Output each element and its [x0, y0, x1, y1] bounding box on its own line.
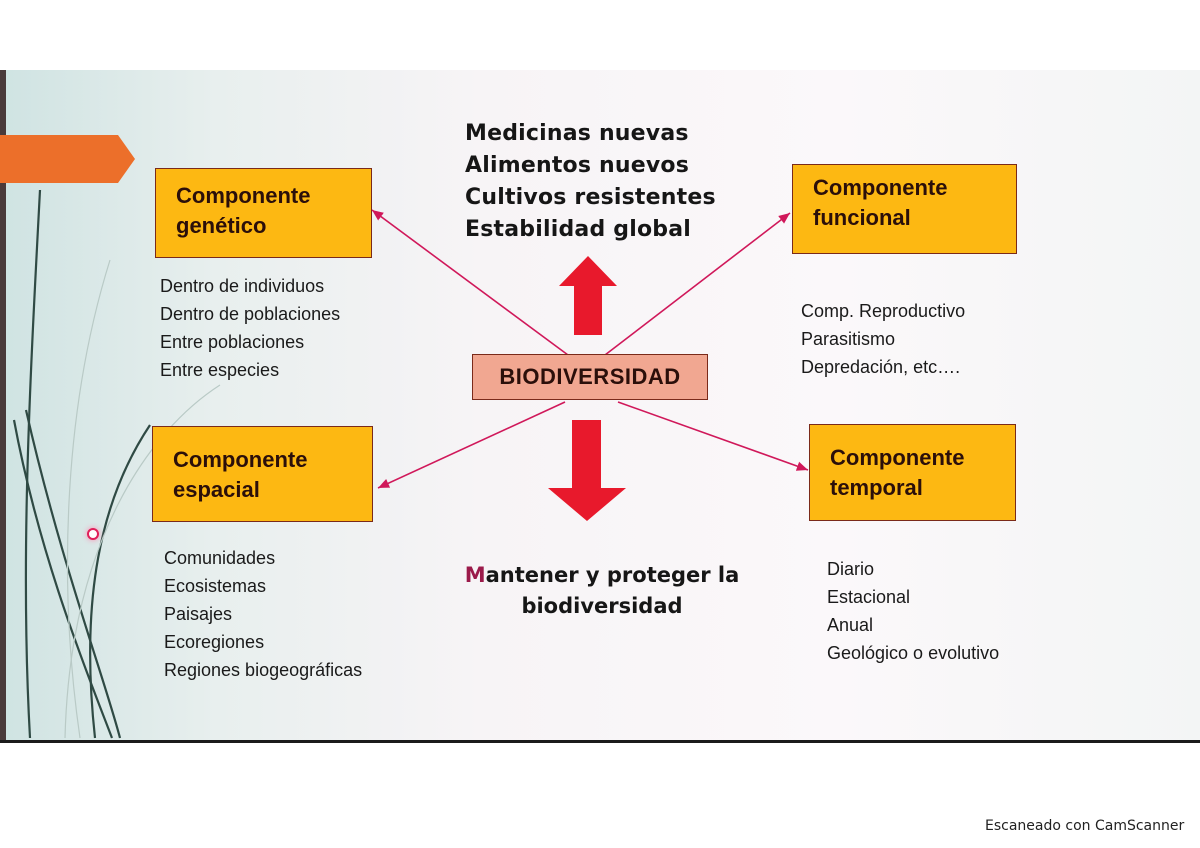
scanner-watermark: Escaneado con CamScanner: [985, 818, 1185, 834]
list-item: Anual: [827, 615, 874, 635]
slide-left-edge: [0, 70, 6, 740]
list-item: Dentro de poblaciones: [160, 304, 341, 324]
component-genetico-title-1: Componente: [176, 183, 311, 208]
benefit-item: Alimentos nuevos: [465, 153, 689, 178]
component-espacial-title-1: Componente: [173, 447, 308, 472]
list-item: Diario: [827, 559, 875, 579]
component-funcional-title-1: Componente: [813, 175, 948, 200]
list-item: Regiones biogeográficas: [164, 660, 363, 680]
goal-first-letter: M: [464, 563, 486, 587]
temporal-list: Diario Estacional Anual Geológico o evol…: [827, 555, 999, 667]
connector-funcional: [604, 212, 791, 356]
goal-line2: biodiversidad: [521, 594, 683, 618]
list-item: Entre especies: [160, 360, 280, 380]
component-temporal-title-1: Componente: [830, 445, 965, 470]
pointer-dot: [87, 528, 99, 540]
connector-temporal: [617, 401, 809, 471]
orange-tab-decoration: [0, 135, 135, 183]
list-item: Comunidades: [164, 548, 276, 568]
list-item: Estacional: [827, 587, 911, 607]
component-temporal-box: Componente temporal: [809, 424, 1016, 521]
decorative-curves: [12, 189, 151, 739]
component-temporal-title-2: temporal: [830, 475, 923, 500]
benefit-item: Estabilidad global: [465, 217, 691, 242]
connector-genetico: [371, 209, 569, 356]
component-funcional-box: Componente funcional: [792, 164, 1017, 254]
arrow-up-icon: [559, 256, 617, 335]
list-item: Parasitismo: [801, 329, 896, 349]
arrow-down-icon: [548, 420, 626, 521]
benefits-list: Medicinas nuevas Alimentos nuevos Cultiv…: [465, 118, 716, 246]
list-item: Comp. Reproductivo: [801, 301, 966, 321]
component-genetico-title-2: genético: [176, 213, 267, 238]
benefit-item: Medicinas nuevas: [465, 121, 689, 146]
list-item: Ecosistemas: [164, 576, 267, 596]
goal-line1: antener y proteger la: [485, 563, 740, 587]
list-item: Dentro de individuos: [160, 276, 325, 296]
list-item: Entre poblaciones: [160, 332, 305, 352]
list-item: Ecoregiones: [164, 632, 265, 652]
component-espacial-title-2: espacial: [173, 477, 260, 502]
list-item: Geológico o evolutivo: [827, 643, 1000, 663]
list-item: Depredación, etc….: [801, 357, 961, 377]
goal-text: Mantener y proteger la biodiversidad: [452, 560, 752, 622]
connector-lines: [371, 209, 809, 489]
component-funcional-title-2: funcional: [813, 205, 911, 230]
list-item: Paisajes: [164, 604, 233, 624]
connector-espacial: [377, 401, 566, 489]
component-espacial-box: Componente espacial: [152, 426, 373, 522]
center-biodiversidad-box: BIODIVERSIDAD: [472, 354, 708, 400]
genetico-list: Dentro de individuos Dentro de poblacion…: [160, 272, 340, 384]
component-genetico-box: Componente genético: [155, 168, 372, 258]
benefit-item: Cultivos resistentes: [465, 185, 716, 210]
espacial-list: Comunidades Ecosistemas Paisajes Ecoregi…: [164, 544, 362, 684]
funcional-list: Comp. Reproductivo Parasitismo Depredaci…: [801, 297, 965, 381]
